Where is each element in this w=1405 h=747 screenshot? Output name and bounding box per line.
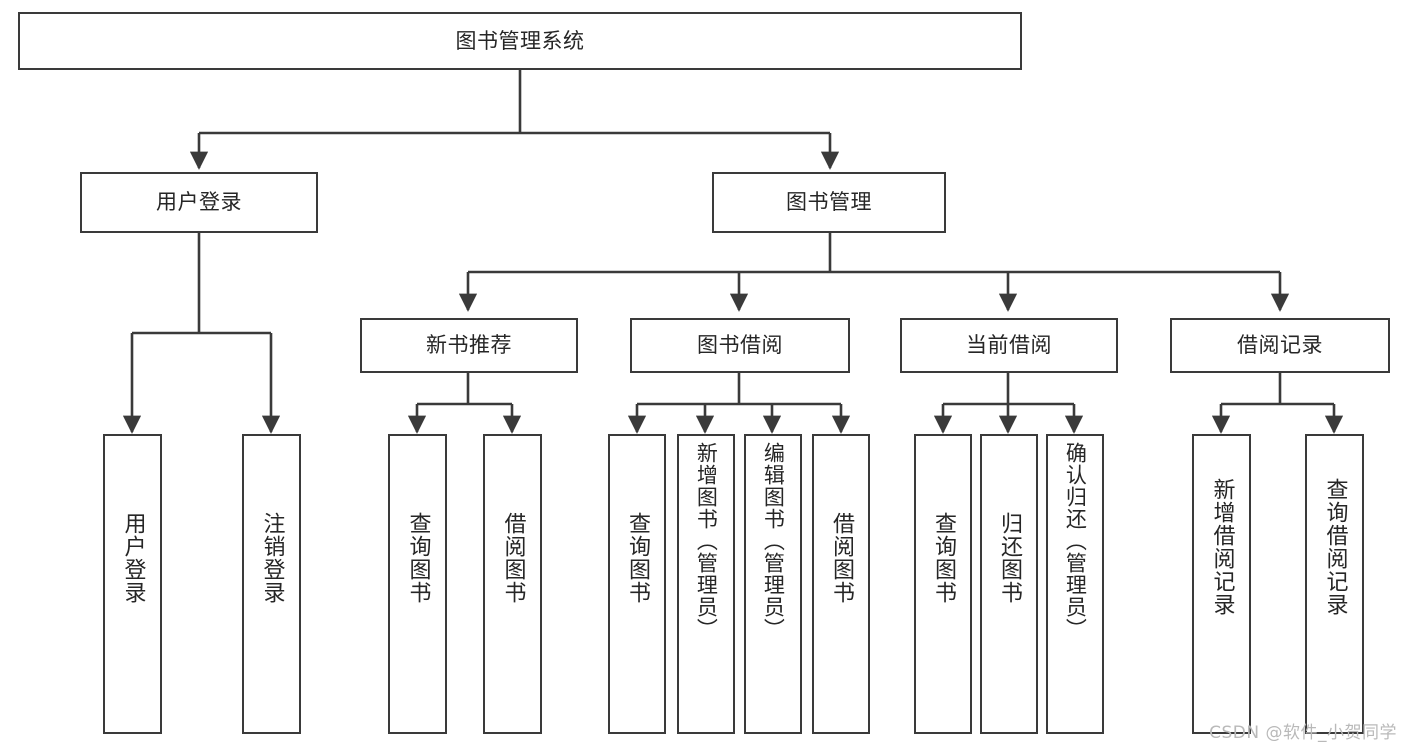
leaf-query-record-label: 查询借阅记录 xyxy=(1322,478,1348,616)
node-current-borrow-label: 当前借阅 xyxy=(966,333,1052,358)
leaf-query-book-2-label: 查询图书 xyxy=(624,512,650,604)
leaf-query-book-2[interactable]: 查询图书 xyxy=(608,434,666,734)
csdn-watermark: CSDN @软件_小贺同学 xyxy=(1209,723,1397,743)
node-root-label: 图书管理系统 xyxy=(455,28,585,53)
leaf-add-record[interactable]: 新增借阅记录 xyxy=(1192,434,1251,734)
node-new-book-recommend-label: 新书推荐 xyxy=(426,333,512,358)
leaf-borrow-book-1-label: 借阅图书 xyxy=(500,512,526,604)
leaf-edit-book-label: 编辑图书（管理员） xyxy=(761,442,786,640)
node-book-management-label: 图书管理 xyxy=(786,190,872,215)
leaf-query-book-3-label: 查询图书 xyxy=(930,512,956,604)
leaf-user-login[interactable]: 用户登录 xyxy=(103,434,162,734)
node-book-management[interactable]: 图书管理 xyxy=(712,172,946,233)
node-current-borrow[interactable]: 当前借阅 xyxy=(900,318,1118,373)
leaf-borrow-book-2[interactable]: 借阅图书 xyxy=(812,434,870,734)
leaf-confirm-return[interactable]: 确认归还（管理员） xyxy=(1046,434,1104,734)
node-book-borrow[interactable]: 图书借阅 xyxy=(630,318,850,373)
leaf-borrow-book-1[interactable]: 借阅图书 xyxy=(483,434,542,734)
leaf-return-book-label: 归还图书 xyxy=(996,512,1022,604)
leaf-user-logout-label: 注销登录 xyxy=(259,512,285,604)
leaf-borrow-book-2-label: 借阅图书 xyxy=(828,512,854,604)
node-user-login-label: 用户登录 xyxy=(156,190,242,215)
leaf-user-logout[interactable]: 注销登录 xyxy=(242,434,301,734)
leaf-edit-book[interactable]: 编辑图书（管理员） xyxy=(744,434,802,734)
node-user-login[interactable]: 用户登录 xyxy=(80,172,318,233)
leaf-return-book[interactable]: 归还图书 xyxy=(980,434,1038,734)
leaf-add-book-label: 新增图书（管理员） xyxy=(694,442,719,640)
node-root[interactable]: 图书管理系统 xyxy=(18,12,1022,70)
leaf-query-book-3[interactable]: 查询图书 xyxy=(914,434,972,734)
leaf-query-book-1[interactable]: 查询图书 xyxy=(388,434,447,734)
leaf-query-book-1-label: 查询图书 xyxy=(405,512,431,604)
leaf-user-login-label: 用户登录 xyxy=(120,512,146,604)
node-borrow-record[interactable]: 借阅记录 xyxy=(1170,318,1390,373)
leaf-confirm-return-label: 确认归还（管理员） xyxy=(1063,442,1088,640)
leaf-query-record[interactable]: 查询借阅记录 xyxy=(1305,434,1364,734)
node-book-borrow-label: 图书借阅 xyxy=(697,333,783,358)
node-new-book-recommend[interactable]: 新书推荐 xyxy=(360,318,578,373)
leaf-add-record-label: 新增借阅记录 xyxy=(1209,478,1235,616)
node-borrow-record-label: 借阅记录 xyxy=(1237,333,1323,358)
leaf-add-book[interactable]: 新增图书（管理员） xyxy=(677,434,735,734)
